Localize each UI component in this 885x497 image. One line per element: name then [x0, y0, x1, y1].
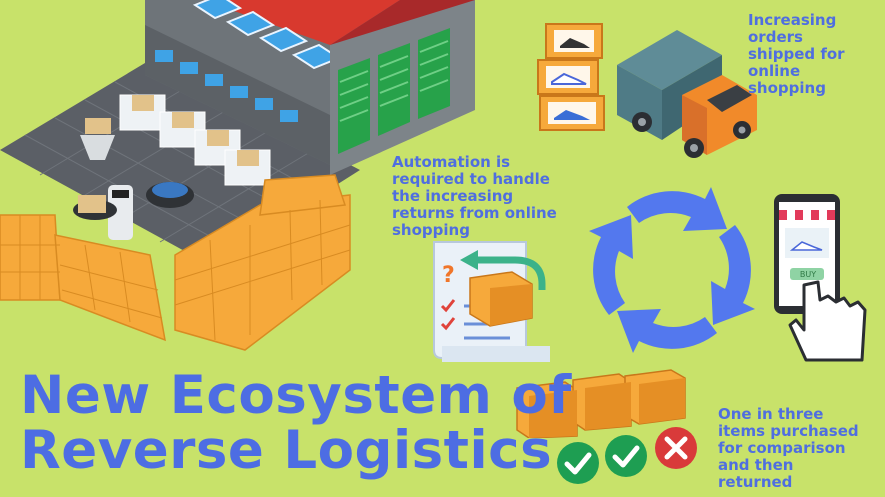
shoe-boxes-icon: [537, 23, 605, 131]
return-checklist-icon: ?: [433, 241, 550, 362]
svg-text:?: ?: [442, 263, 455, 288]
cross-mark-icon: [655, 427, 697, 469]
cycle-arrows-icon: [589, 187, 755, 353]
buy-button-label: BUY: [799, 270, 817, 279]
title-line-2: Reverse Logistics: [20, 420, 553, 481]
orders-caption: Increasing orders shipped for online sho…: [748, 11, 845, 97]
title-line-1: New Ecosystem of: [20, 365, 572, 426]
automation-caption: Automation is required to handle the inc…: [392, 153, 557, 239]
cardboard-boxes-icon: [516, 369, 686, 438]
smartphone-shop-icon: [774, 194, 867, 362]
page-title: New Ecosystem of Reverse Logistics: [20, 365, 572, 481]
check-mark-icon: [557, 442, 599, 484]
check-mark-icon: [605, 435, 647, 477]
delivery-truck-icon: [617, 30, 757, 158]
warehouse-icon: [0, 0, 475, 351]
returns-caption: One in three items purchased for compari…: [718, 405, 859, 491]
